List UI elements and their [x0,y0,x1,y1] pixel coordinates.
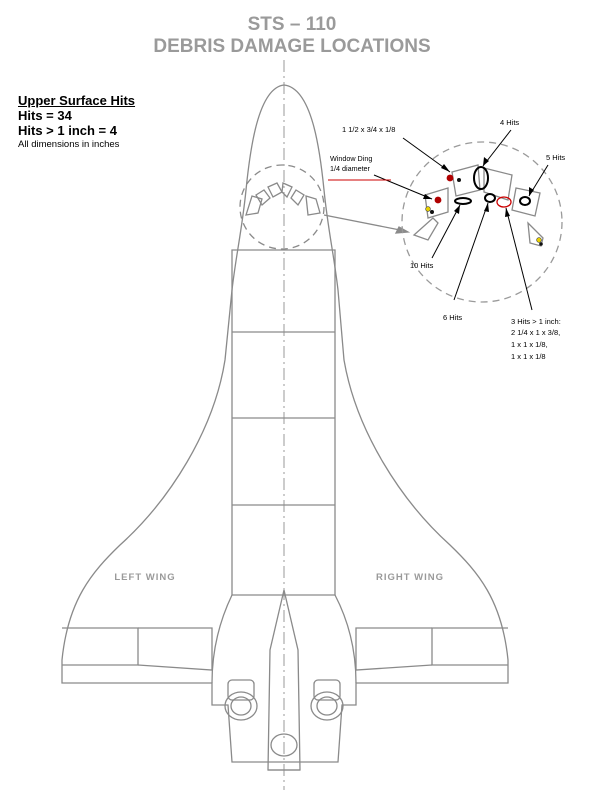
windows-zoom-source [240,165,324,249]
zoom-window-6 [528,223,543,246]
legend-hits: Hits = 34 [18,108,72,123]
callout-5hits: 5 Hits [546,153,565,162]
zoom-window-3 [452,165,480,196]
leader-6hits [454,203,488,300]
left-wing-label: LEFT WING [114,572,175,583]
damage-dot-red-2 [434,196,442,204]
arrowhead-3hits [505,208,510,217]
damage-dot-yellow-2 [537,238,542,243]
zoom-window-4 [484,168,512,200]
callout-3hits-4: 1 x 1 x 1/8 [511,352,546,361]
arrowhead-10hits [454,205,460,214]
legend-heading: Upper Surface Hits [18,93,136,108]
center-main-engine [271,734,297,756]
callout-6hits: 6 Hits [443,313,462,322]
arrowhead-window-ding [423,194,432,199]
left-main-engine [225,680,257,720]
arrowhead-dimension-top [441,164,450,172]
arrowhead-6hits [484,203,489,212]
damage-dot-black-2 [430,210,434,214]
hit-marker-3hits-large [497,197,511,207]
left-elevon-outer [62,628,138,665]
right-wing-label: RIGHT WING [376,572,444,583]
arrowhead-5hits [529,187,534,196]
damage-dot-black-3 [539,242,543,246]
callout-10hits: 10 Hits [410,261,434,270]
zoom-window-1 [414,218,438,240]
callout-4hits: 4 Hits [500,118,519,127]
right-oms-pod [335,595,356,683]
right-elevon-outer [432,628,508,665]
callout-window-ding-2: 1/4 diameter [330,164,371,173]
title-line-2: DEBRIS DAMAGE LOCATIONS [153,36,430,57]
zoom-connector-line [324,215,400,230]
legend-note: All dimensions in inches [18,139,120,150]
callout-3hits-3: 1 x 1 x 1/8, [511,340,548,349]
right-main-engine [311,680,343,720]
hit-marker-6hits [485,194,495,202]
leader-3hits [506,208,532,310]
arrowhead-4hits [483,157,489,166]
damage-dot-yellow-1 [426,207,431,212]
zoom-window-5 [512,188,540,216]
leader-10hits [432,205,460,258]
title-line-1: STS – 110 [248,14,337,35]
callout-window-ding-1: Window Ding [330,154,372,163]
callout-dimension-top: 1 1/2 x 3/4 x 1/8 [342,125,395,134]
hit-marker-5hits [520,197,530,205]
leader-window-ding [374,175,432,199]
left-elevon-inner [138,628,212,670]
legend-hits-over-inch: Hits > 1 inch = 4 [18,123,117,138]
cockpit-windows [246,183,320,215]
legend: Upper Surface Hits Hits = 34 Hits > 1 in… [18,93,135,152]
left-oms-pod [212,595,232,683]
right-elevon-inner [356,628,432,670]
callout-3hits-2: 2 1/4 x 1 x 3/8, [511,328,560,337]
hit-marker-4hits [474,167,488,189]
leader-dimension-top [403,138,450,172]
damage-dot-red-1 [446,174,454,182]
hit-marker-10hits [455,198,471,204]
callout-3hits-1: 3 Hits > 1 inch: [511,317,561,326]
damage-dot-black-1 [457,178,461,182]
windows-zoom-circle [402,142,562,302]
orbiter-outline [62,85,508,762]
